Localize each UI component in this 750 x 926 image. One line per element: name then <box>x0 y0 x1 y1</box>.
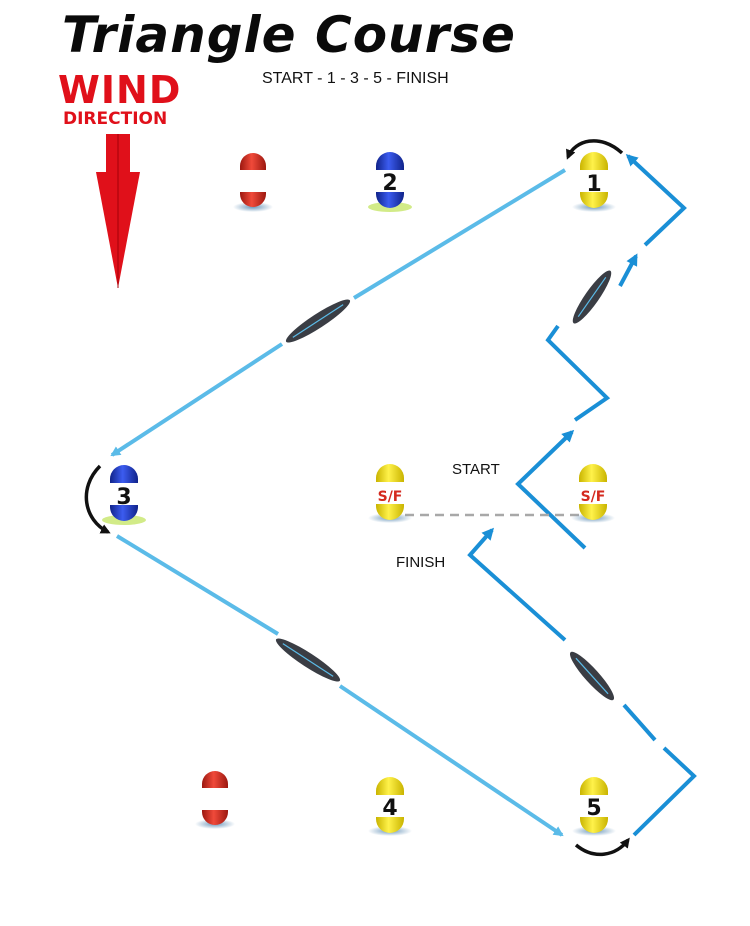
mark-3-label: 3 <box>116 485 131 510</box>
buoy-mark-3-icon <box>102 465 146 525</box>
buoy-mark-4-icon <box>368 777 412 836</box>
leg-3-5-upper <box>115 534 280 636</box>
beat-from-5-1 <box>632 746 697 837</box>
course-sequence: START - 1 - 3 - 5 - FINISH <box>262 70 449 87</box>
finish-label: FINISH <box>396 554 446 571</box>
wind-direction-label: DIRECTION <box>63 109 168 129</box>
buoy-mark-5-icon <box>572 777 616 836</box>
beat-start-1 <box>515 429 587 550</box>
beat-to-mark-1 <box>625 153 687 247</box>
start-finish-committee-label: S/F <box>581 489 606 505</box>
beat-to-finish <box>467 527 567 642</box>
leg-1-3-lower <box>110 342 284 457</box>
boat-leg-3-5-icon <box>275 638 341 682</box>
leg-3-5-lower <box>338 684 564 837</box>
mark-4-label: 4 <box>382 796 397 821</box>
wind-label: WIND <box>58 68 182 112</box>
buoy-mark-1-icon <box>572 152 616 212</box>
buoy-red-lower-icon <box>195 771 235 829</box>
beat-start-3 <box>618 253 638 287</box>
start-label: START <box>452 461 500 478</box>
course-legs <box>110 168 567 837</box>
boat-beat-upper-icon <box>572 270 612 324</box>
rounding-arrow-mark-5-icon <box>574 837 630 857</box>
start-finish-pin-label: S/F <box>378 489 403 505</box>
beat-legs <box>467 153 697 837</box>
boat-beat-lower-icon <box>569 651 615 701</box>
leg-1-3-upper <box>352 168 567 300</box>
mark-5-label: 5 <box>586 796 601 821</box>
buoy-start-finish-pin-icon <box>368 464 412 523</box>
buoy-red-upper-icon <box>233 153 273 212</box>
wind-arrow-icon <box>96 134 140 288</box>
rounding-arrow-mark-3-icon <box>84 464 111 534</box>
mark-2-label: 2 <box>382 171 397 196</box>
mark-1-label: 1 <box>586 172 601 197</box>
buoy-start-finish-committee-icon <box>571 464 615 523</box>
page-title: Triangle Course <box>62 6 516 64</box>
boat-leg-1-3-icon <box>285 299 351 343</box>
beat-from-5-2 <box>622 703 657 742</box>
rounding-arrow-mark-1-icon <box>566 139 624 160</box>
buoy-mark-2-icon <box>368 152 412 212</box>
beat-start-2 <box>545 324 611 422</box>
